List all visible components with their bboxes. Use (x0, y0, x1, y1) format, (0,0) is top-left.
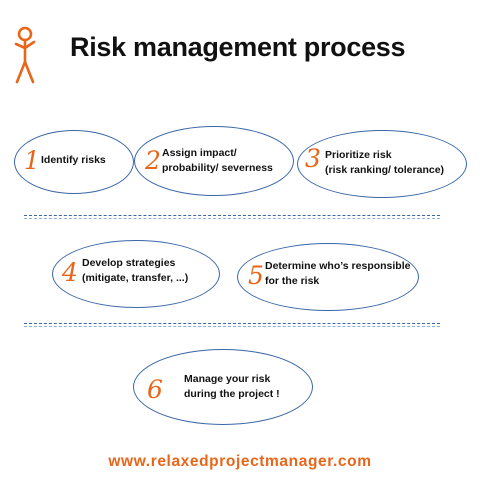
step-3-label: Prioritize risk (risk ranking/ tolerance… (325, 149, 445, 176)
step-2-ellipse (134, 126, 294, 196)
step-1-number: 1 (24, 146, 40, 175)
step-4-number: 4 (62, 258, 78, 287)
step-6-label: Manage your risk during the project ! (184, 373, 280, 400)
stick-figure-icon (14, 26, 36, 84)
step-1-ellipse (14, 130, 134, 194)
website-link[interactable]: www.relaxedprojectmanager.com (108, 453, 372, 470)
step-2-number: 2 (145, 146, 161, 175)
step-3-ellipse (297, 130, 467, 198)
step-4-ellipse (52, 240, 220, 308)
step-3-number: 3 (305, 144, 321, 173)
step-5-label: Determine who’s responsible for the risk (265, 260, 411, 287)
step-5-ellipse (237, 243, 419, 311)
step-4-label: Develop strategies (mitigate, transfer, … (82, 257, 189, 284)
dashed-divider-2 (24, 323, 440, 327)
step-6-number: 6 (147, 375, 163, 404)
step-2-label: Assign impact/ probability/ severness (162, 147, 273, 174)
step-6-ellipse (133, 349, 313, 425)
page-title: Risk management process (70, 32, 406, 62)
step-1-label: Identify risks (41, 154, 106, 166)
dashed-divider-1 (24, 215, 440, 219)
step-5-number: 5 (248, 261, 264, 290)
